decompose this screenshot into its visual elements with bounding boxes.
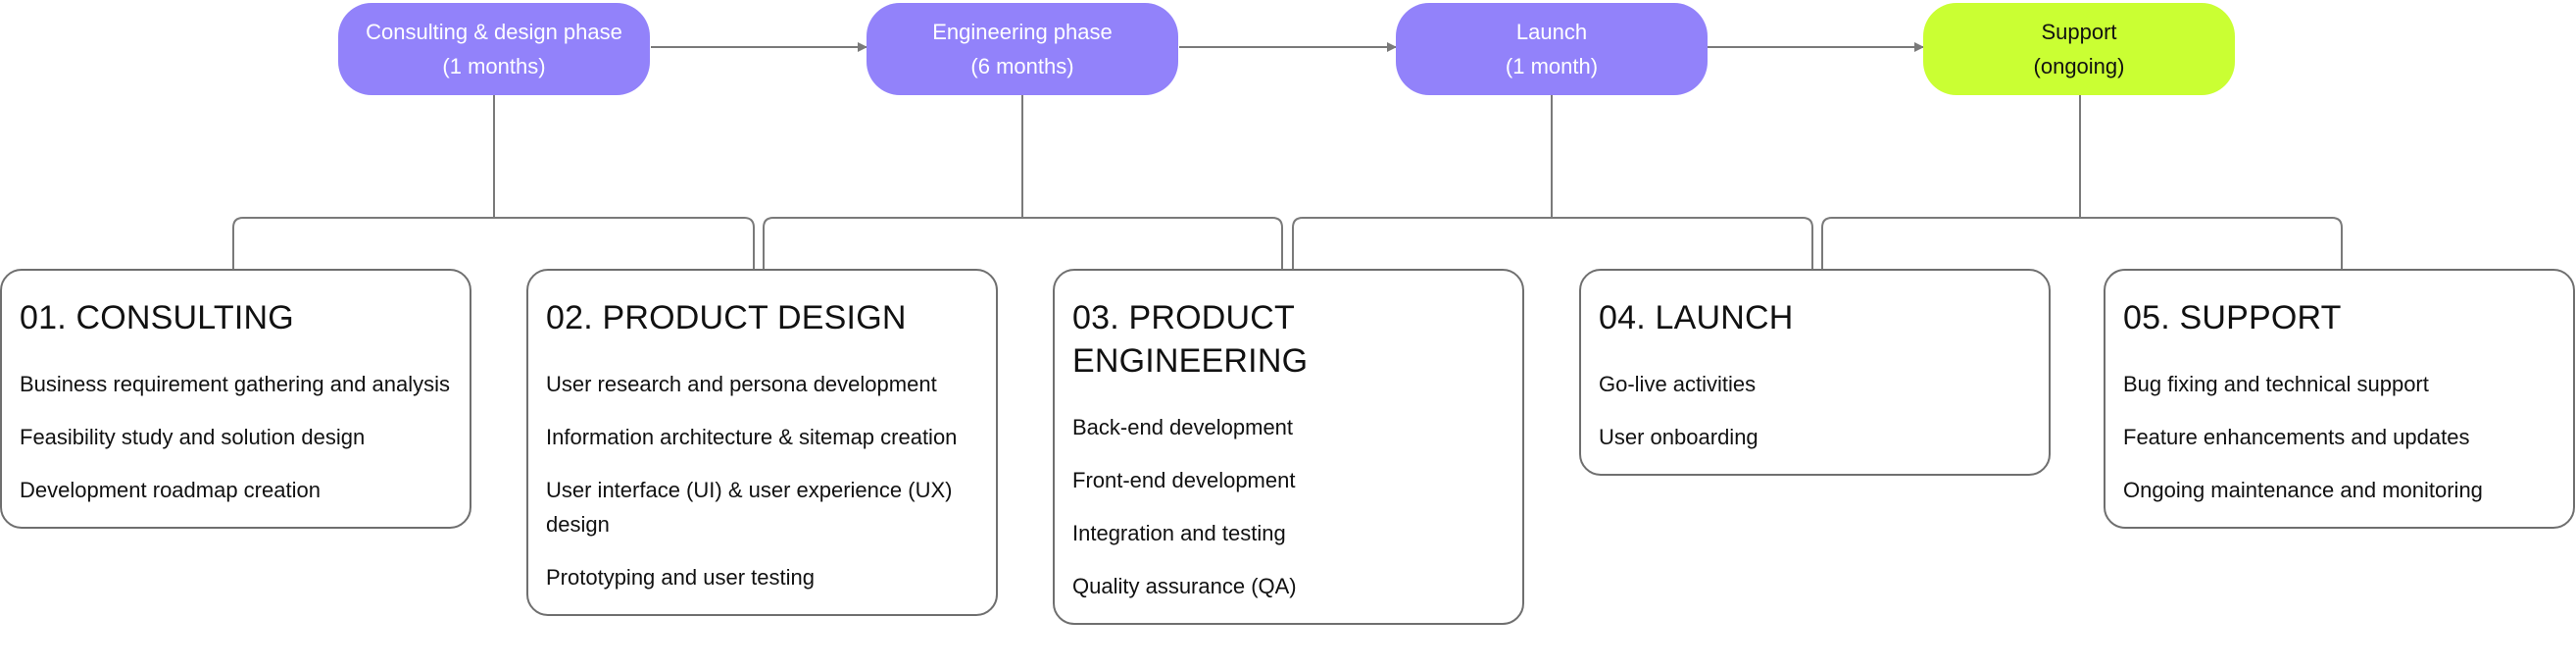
card-title: 03. PRODUCT ENGINEERING	[1072, 299, 1309, 380]
card-list: Business requirement gathering and analy…	[20, 367, 454, 507]
list-item: Go-live activities	[1599, 372, 1757, 396]
phase-consulting-design: Consulting & design phase (1 months)	[338, 3, 650, 95]
list-item: Integration and testing	[1072, 521, 1286, 545]
card-title: 05. SUPPORT	[2123, 299, 2342, 336]
phase-name: Launch	[1515, 20, 1588, 44]
card-consulting: 01. CONSULTING Business requirement gath…	[0, 269, 471, 529]
list-item: Development roadmap creation	[20, 478, 321, 502]
phase-duration: (1 month)	[1505, 54, 1599, 78]
list-item: Feature enhancements and updates	[2123, 425, 2470, 449]
list-item: Front-end development	[1072, 468, 1296, 492]
phase-engineering: Engineering phase (6 months)	[867, 3, 1178, 95]
list-item: User research and persona development	[546, 372, 937, 396]
card-product-design: 02. PRODUCT DESIGN User research and per…	[526, 269, 998, 616]
list-item: Business requirement gathering and analy…	[20, 372, 451, 396]
card-title: 02. PRODUCT DESIGN	[546, 299, 907, 336]
list-item: User interface (UI) & user experience (U…	[546, 478, 953, 537]
card-title: 01. CONSULTING	[20, 299, 294, 336]
bracket-support-phase	[1821, 217, 2343, 269]
bracket-engineering-phase	[763, 217, 1283, 269]
list-item: Prototyping and user testing	[546, 565, 815, 590]
phase-name: Engineering phase	[932, 20, 1113, 44]
phase-support: Support (ongoing)	[1923, 3, 2235, 95]
bracket-launch-phase	[1292, 217, 1813, 269]
card-list: Go-live activities User onboarding	[1599, 367, 2033, 454]
list-item: Feasibility study and solution design	[20, 425, 366, 449]
phase-duration: (1 months)	[442, 54, 546, 78]
list-item: Quality assurance (QA)	[1072, 574, 1297, 598]
list-item: Information architecture & sitemap creat…	[546, 425, 958, 449]
list-item: User onboarding	[1599, 425, 1759, 449]
list-item: Bug fixing and technical support	[2123, 372, 2429, 396]
list-item: Back-end development	[1072, 415, 1294, 439]
phase-name: Consulting & design phase	[366, 20, 622, 44]
card-product-engineering: 03. PRODUCT ENGINEERING Back-end develop…	[1053, 269, 1524, 625]
card-list: User research and persona development In…	[546, 367, 980, 594]
phase-duration: (6 months)	[970, 54, 1074, 78]
card-list: Bug fixing and technical support Feature…	[2123, 367, 2557, 507]
list-item: Ongoing maintenance and monitoring	[2123, 478, 2483, 502]
phase-name: Support	[2041, 20, 2117, 44]
phase-duration: (ongoing)	[2033, 54, 2125, 78]
phase-launch: Launch (1 month)	[1396, 3, 1708, 95]
card-launch: 04. LAUNCH Go-live activities User onboa…	[1579, 269, 2051, 476]
bracket-consulting-phase	[232, 217, 755, 269]
card-list: Back-end development Front-end developme…	[1072, 410, 1507, 603]
card-support: 05. SUPPORT Bug fixing and technical sup…	[2104, 269, 2575, 529]
card-title: 04. LAUNCH	[1599, 299, 1794, 336]
